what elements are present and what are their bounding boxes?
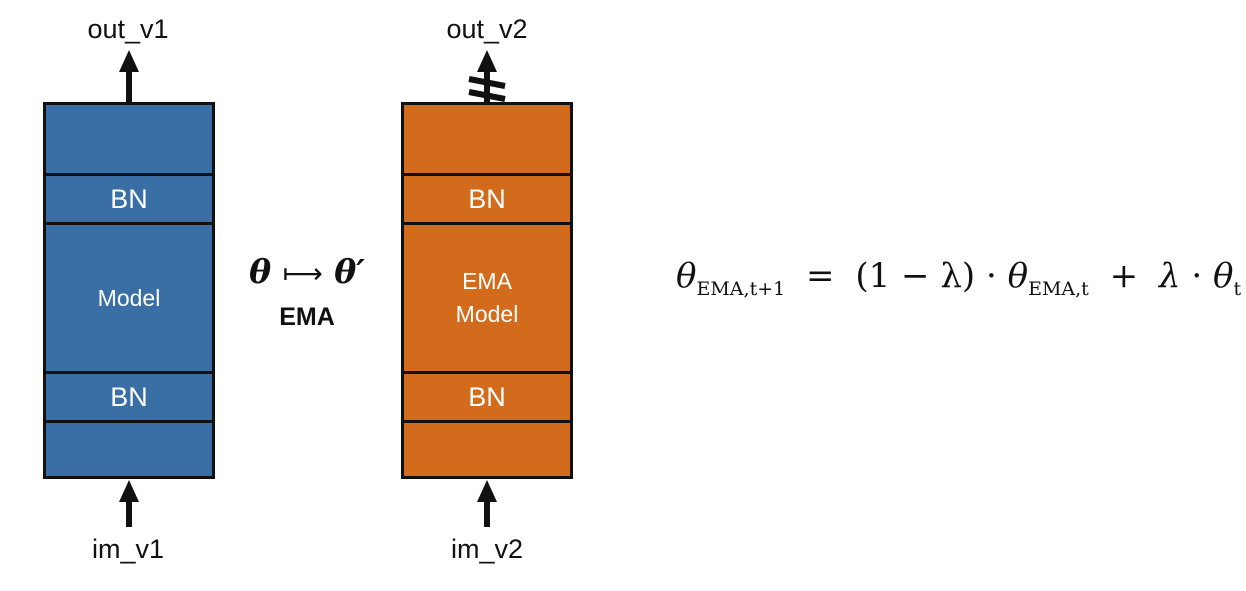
- left-input-label: im_v1: [91, 534, 165, 564]
- right-model-core: EMA Model: [404, 222, 570, 371]
- right-output-label: out_v2: [446, 14, 528, 44]
- ema-mapping: θ ⟼ θ′: [232, 252, 382, 291]
- right-input-label: im_v2: [450, 534, 524, 564]
- left-bottom-block: [46, 420, 212, 476]
- right-bn-bottom: BN: [404, 371, 570, 420]
- left-bn-bottom: BN: [46, 371, 212, 420]
- formula-cur-symbol: θ: [1212, 256, 1234, 296]
- formula-lhs-symbol: θ: [676, 256, 697, 296]
- arrow-up-icon: [477, 480, 497, 527]
- formula-factor: (1 − λ): [855, 256, 976, 296]
- formula-prev-symbol: θ: [1007, 256, 1029, 296]
- double-slash-icon: [468, 76, 506, 102]
- left-bn-top-label: BN: [110, 183, 148, 214]
- right-bottom-block: [404, 420, 570, 476]
- formula-equals: =: [806, 256, 835, 296]
- formula-lambda: λ: [1158, 256, 1181, 296]
- formula-dot-2: ·: [1191, 256, 1203, 296]
- formula-lhs-sub: EMA,t+1: [696, 278, 786, 300]
- ema-caption: EMA: [279, 303, 335, 331]
- param-to: θ′: [334, 252, 365, 291]
- formula-plus: +: [1109, 256, 1139, 296]
- right-model-stack: BN EMA Model BN: [401, 102, 573, 479]
- maps-to-arrow-icon: ⟼: [282, 257, 323, 290]
- right-bn-top: BN: [404, 173, 570, 222]
- left-model-core: Model: [46, 222, 212, 371]
- right-bn-top-label: BN: [468, 183, 506, 214]
- left-bn-bottom-label: BN: [110, 381, 148, 412]
- param-from: θ: [249, 252, 272, 291]
- ema-formula: θEMA,t+1 = (1 − λ) · θEMA,t + λ · θt: [676, 256, 1241, 306]
- formula-dot-1: ·: [985, 256, 997, 296]
- arrow-up-icon: [119, 480, 139, 527]
- left-model-label: Model: [97, 284, 161, 311]
- left-model-stack: BN Model BN: [43, 102, 215, 479]
- formula-prev-sub: EMA,t: [1028, 278, 1089, 300]
- arrow-up-icon: [119, 50, 139, 102]
- right-bn-bottom-label: BN: [468, 381, 506, 412]
- left-bn-top: BN: [46, 173, 212, 222]
- formula-cur-sub: t: [1233, 278, 1242, 300]
- right-model-label: EMA Model: [455, 268, 519, 327]
- left-output-label: out_v1: [87, 14, 169, 44]
